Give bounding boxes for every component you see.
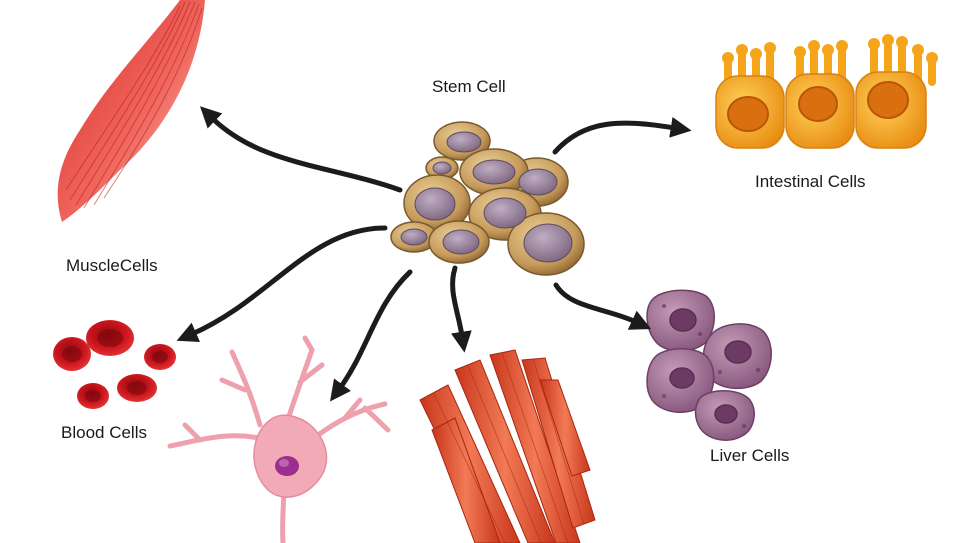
arrow-to-blood-cells	[176, 225, 388, 342]
intestinal-cells-illustration	[715, 34, 938, 149]
intestinal-cells-label: Intestinal Cells	[755, 172, 866, 191]
blood-cells-illustration	[53, 320, 176, 409]
arrow-to-nerve-cell	[330, 269, 413, 402]
liver-cells-label: Liver Cells	[710, 446, 790, 465]
stem-cell-label: Stem Cell	[432, 77, 506, 96]
muscle-fibers-illustration	[419, 349, 596, 543]
arrows	[176, 106, 692, 402]
arrow-to-intestinal-cells	[552, 116, 692, 155]
arrow-to-liver-cells	[553, 282, 652, 330]
blood-cells-label: Blood Cells	[61, 423, 147, 442]
muscle-cell-illustration	[57, 0, 206, 222]
liver-cells-illustration	[646, 289, 772, 441]
stem-cell-nuclei	[400, 131, 573, 263]
arrow-to-muscle-fibers	[450, 265, 472, 353]
arrow-to-muscle-cells	[199, 106, 403, 193]
nerve-cell-illustration	[167, 335, 391, 543]
muscle-cells-label: MuscleCells	[66, 256, 158, 275]
